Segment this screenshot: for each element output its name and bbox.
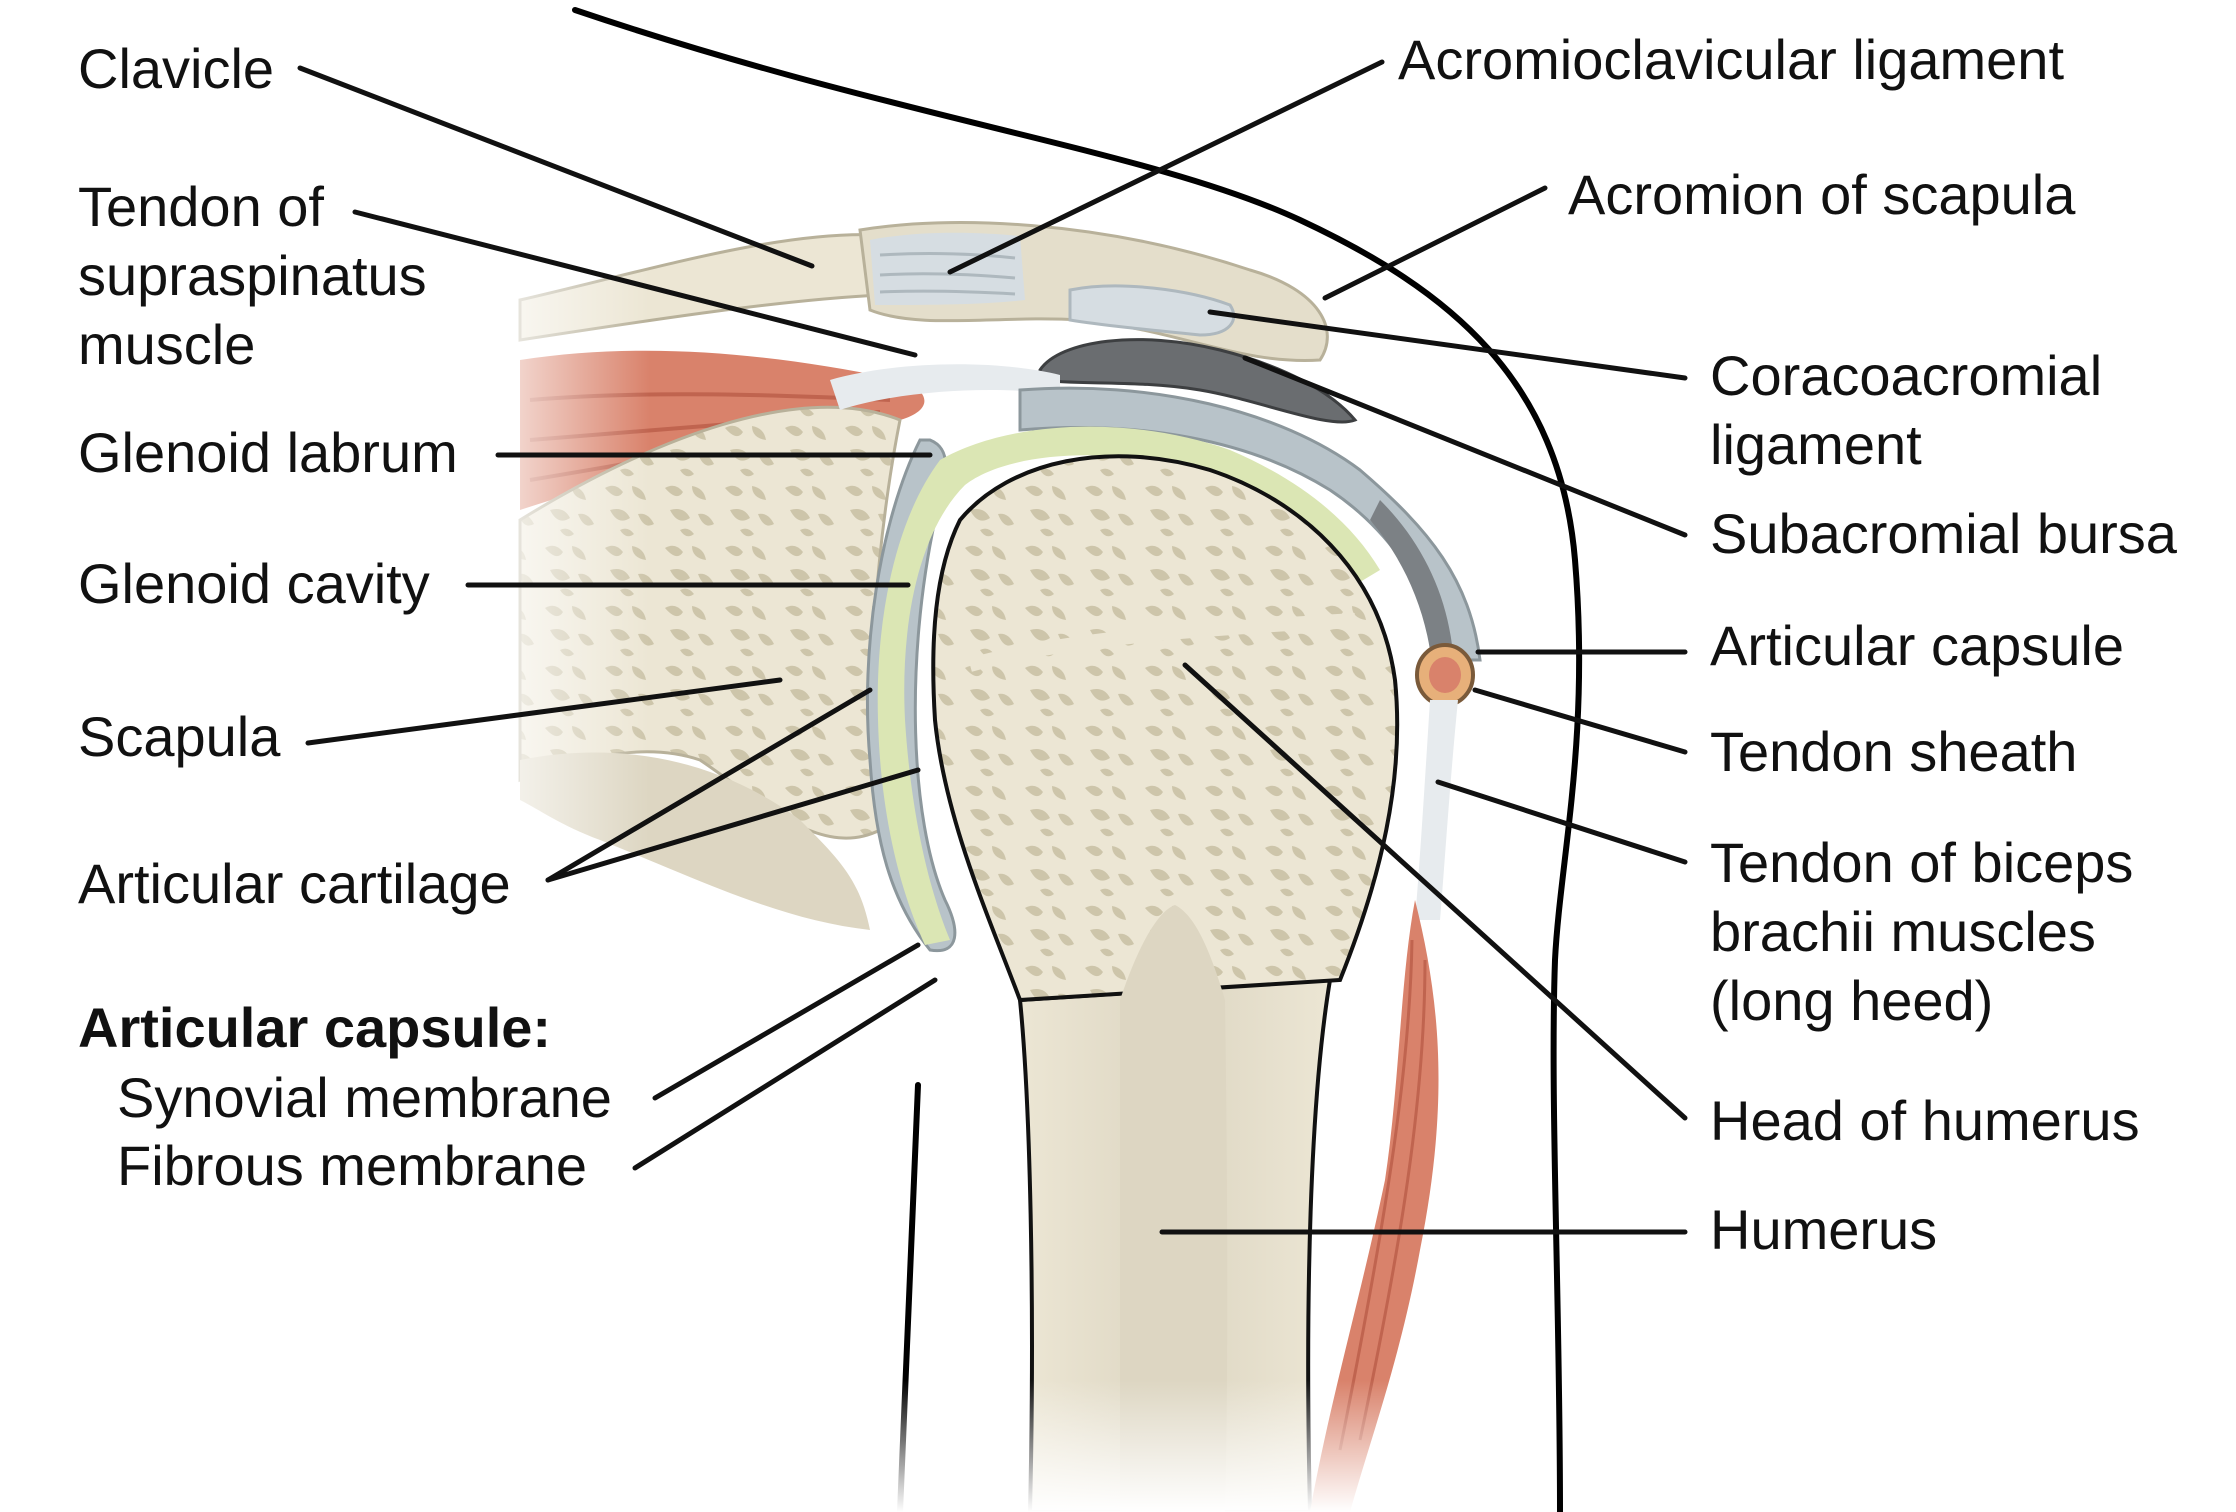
label-coracoacromial-ligament-line1: Coracoacromial [1710,344,2102,407]
biceps-tendon [1415,700,1458,920]
label-tendon-biceps: Tendon of biceps brachii muscles (long h… [1710,831,2149,1032]
leader-tendon-supraspinatus [352,209,918,358]
label-head-of-humerus: Head of humerus [1710,1089,2140,1152]
label-tendon-supraspinatus-line3: muscle [78,313,255,376]
label-clavicle: Clavicle [78,37,274,100]
label-glenoid-cavity: Glenoid cavity [78,552,430,615]
leader-tendon-biceps [1435,779,1688,865]
label-synovial-membrane: Synovial membrane [117,1066,612,1129]
leader-acromion-of-scapula [1322,185,1548,301]
humerus-head [931,454,1400,1003]
label-tendon-sheath: Tendon sheath [1710,720,2077,783]
labels-left: Clavicle Tendon of supraspinatus muscle … [78,37,612,1197]
leader-scapula [305,677,783,746]
label-fibrous-membrane: Fibrous membrane [117,1134,587,1197]
label-coracoacromial-ligament: Coracoacromial ligament [1710,344,2118,476]
anatomy-illustration [450,7,1583,1512]
labels-right: Acromioclavicular ligament Acromion of s… [1398,28,2178,1261]
leader-coracoacromial-ligament [1207,309,1688,381]
label-acromion-of-scapula: Acromion of scapula [1568,163,2076,226]
label-glenoid-labrum: Glenoid labrum [78,421,458,484]
articular-cartilage-head [877,426,1380,945]
label-tendon-biceps-line3: (long heed) [1710,969,1993,1032]
leader-articular-cartilage-2 [545,767,921,883]
label-humerus: Humerus [1710,1198,1937,1261]
leader-synovial-membrane [652,942,921,1101]
label-tendon-biceps-line1: Tendon of biceps [1710,831,2133,894]
leader-articular-cartilage-1 [545,687,873,883]
label-scapula: Scapula [78,705,281,768]
leader-head-of-humerus [1182,662,1688,1121]
label-articular-cartilage: Articular cartilage [78,852,511,915]
label-acromioclavicular-ligament: Acromioclavicular ligament [1398,28,2064,91]
acromioclavicular-ligament [870,232,1025,305]
leader-clavicle [297,65,815,269]
leader-tendon-sheath [1472,687,1688,755]
label-coracoacromial-ligament-line2: ligament [1710,413,1922,476]
label-tendon-supraspinatus-line1: Tendon of [78,175,324,238]
body-outline [572,7,1583,1512]
label-subacromial-bursa: Subacromial bursa [1710,502,2178,565]
label-articular-capsule-heading: Articular capsule: [78,996,551,1059]
label-tendon-biceps-line2: brachii muscles [1710,900,2096,963]
coracoacromial-ligament [1068,284,1236,337]
leader-subacromial-bursa [1242,355,1688,538]
label-tendon-supraspinatus: Tendon of supraspinatus muscle [78,175,442,376]
subacromial-bursa [1038,338,1358,424]
label-articular-capsule: Articular capsule [1710,614,2124,677]
supraspinatus-tendon [830,364,1060,410]
label-tendon-supraspinatus-line2: supraspinatus [78,244,427,307]
leader-fibrous-membrane [632,977,938,1171]
leader-acromioclavicular-ligament [947,59,1385,275]
leader-lines [297,59,1688,1235]
